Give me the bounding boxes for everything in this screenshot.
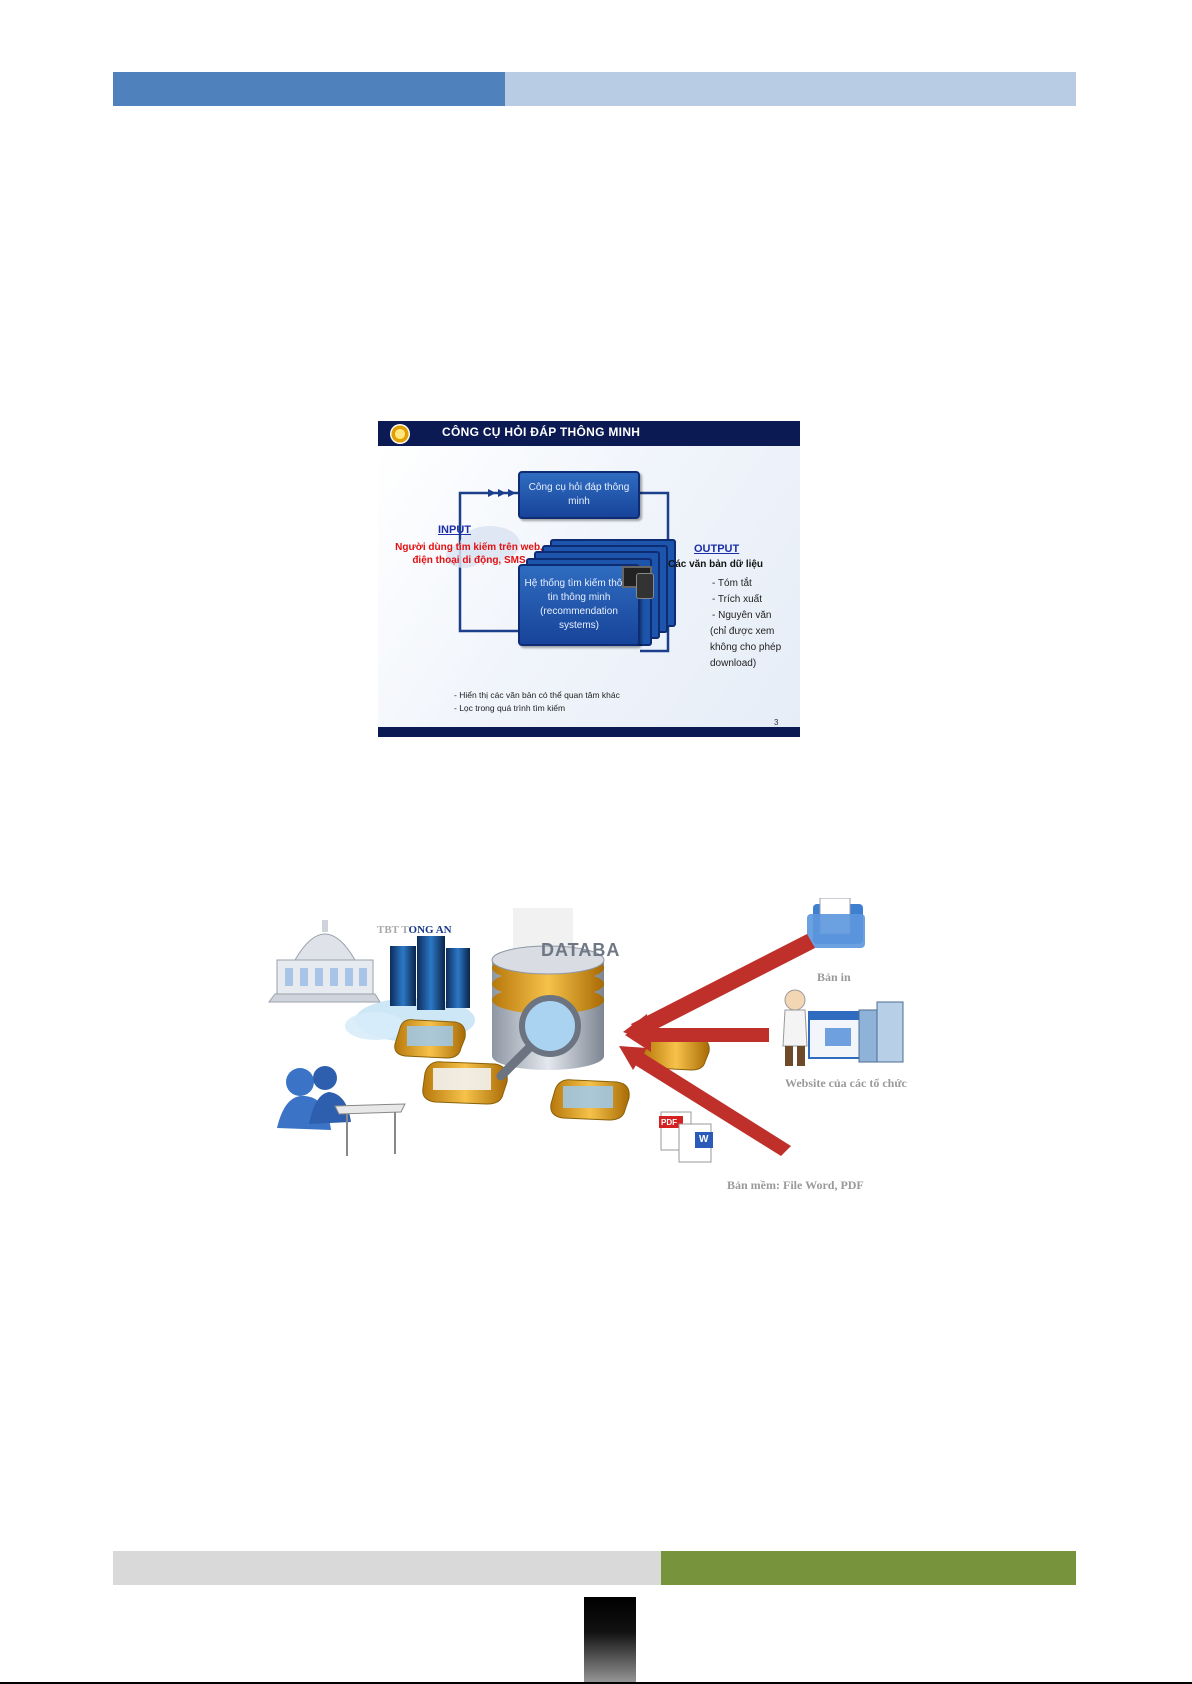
database-label: DATABA xyxy=(541,940,621,960)
output-item: - Trích xuất xyxy=(712,594,763,605)
slide-footer-bar xyxy=(378,727,800,737)
arrow-icon xyxy=(508,489,516,497)
phone-icon xyxy=(636,573,654,599)
folder-icon xyxy=(550,1079,630,1121)
office-building-icon xyxy=(858,1001,904,1063)
folder-icon xyxy=(394,1019,466,1059)
footer-bar-green xyxy=(661,1551,1076,1585)
arrow-icon xyxy=(488,489,496,497)
red-arrow-icon xyxy=(625,1018,769,1052)
user-icon xyxy=(277,1066,406,1156)
folder-icon xyxy=(422,1061,508,1105)
output-label: OUTPUT xyxy=(694,543,740,555)
qa-tool-box: Công cụ hỏi đáp thông minh xyxy=(518,471,640,519)
emblem-icon xyxy=(390,424,410,444)
output-item: download) xyxy=(710,658,757,669)
page-number-tab xyxy=(584,1597,636,1684)
red-arrow-icon xyxy=(619,1046,791,1156)
output-list: - Tóm tắt - Trích xuất - Nguyên văn xyxy=(712,576,771,624)
server-icon xyxy=(390,936,470,1010)
note-line: - Hiển thị các văn bản có thể quan tâm k… xyxy=(454,690,620,700)
slide-figure: CÔNG CỤ HỎI ĐÁP THÔNG MINH Công cụ hỏi đ… xyxy=(378,421,800,737)
bottom-rule xyxy=(0,1682,1192,1684)
caption-print: Bản in xyxy=(817,970,851,984)
magnifier-icon xyxy=(519,995,581,1057)
pdf-badge: PDF xyxy=(661,1118,677,1127)
slide-page-number: 3 xyxy=(774,718,779,727)
input-label: INPUT xyxy=(438,524,471,536)
illustration-graphics xyxy=(268,898,904,1163)
slide-title: CÔNG CỤ HỎI ĐÁP THÔNG MINH xyxy=(442,425,641,439)
input-text: Người dùng tìm kiếm trên web, điện thoại… xyxy=(395,542,543,566)
database-icon xyxy=(491,908,605,1081)
word-badge: W xyxy=(699,1134,709,1145)
word-file-icon xyxy=(678,1123,713,1163)
flow-lines xyxy=(446,489,670,653)
database-illustration: TBT TONG AN DATABA Bản in Website của cá… xyxy=(255,898,935,1205)
header-bar-dark xyxy=(113,72,505,106)
person-icon xyxy=(782,989,808,1066)
caption-softcopy: Bản mềm: File Word, PDF xyxy=(727,1178,864,1192)
building-label: TBT TONG AN xyxy=(377,924,452,936)
recommendation-system-box: Hệ thống tìm kiếm thông tin thông minh (… xyxy=(518,564,640,646)
output-item: - Tóm tắt xyxy=(712,578,752,589)
output-note: (chỉ được xem không cho phép download) xyxy=(710,624,781,672)
slide-title-bar xyxy=(378,421,800,446)
caption-website: Website của các tổ chức xyxy=(785,1076,907,1090)
output-item: không cho phép xyxy=(710,642,782,653)
note-line: - Lọc trong quá trình tìm kiếm xyxy=(454,703,566,713)
print-folder-icon xyxy=(807,898,865,948)
slide-notes: - Hiển thị các văn bản có thể quan tâm k… xyxy=(454,689,620,715)
output-item: - Nguyên văn xyxy=(712,610,772,621)
output-item: (chỉ được xem xyxy=(710,626,775,637)
building-icon xyxy=(268,920,381,1003)
footer-bar-grey xyxy=(113,1551,661,1585)
output-heading: Các văn bản dữ liệu xyxy=(668,559,764,570)
arrow-icon xyxy=(498,489,506,497)
header-bar-light xyxy=(505,72,1076,106)
